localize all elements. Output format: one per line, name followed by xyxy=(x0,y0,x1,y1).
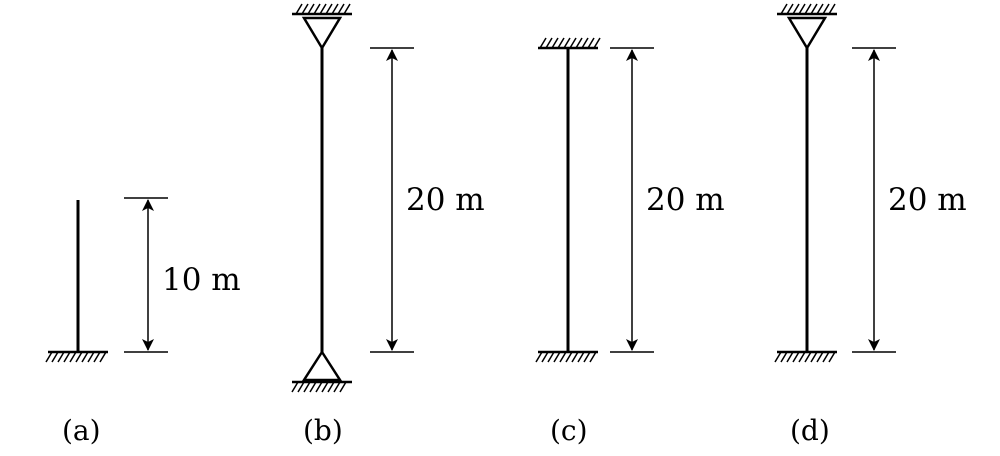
column-b-dimension xyxy=(370,47,414,353)
column-d-caption: (d) xyxy=(790,414,830,447)
column-b-pin-support-top xyxy=(292,3,352,51)
column-a-dimension xyxy=(124,197,168,353)
column-a-length-label: 10 m xyxy=(162,262,241,298)
column-c-dimension xyxy=(610,47,654,353)
column-a-caption: (a) xyxy=(62,414,101,447)
column-c: 20 m (c) xyxy=(535,37,725,447)
column-d-dimension xyxy=(852,47,896,353)
column-c-caption: (c) xyxy=(550,414,588,447)
column-b-caption: (b) xyxy=(303,414,343,447)
column-d: 20 m (d) xyxy=(774,3,967,447)
column-d-pin-support-top xyxy=(777,3,837,51)
column-b-pin-support-bottom xyxy=(291,349,352,393)
column-c-fixed-support-top xyxy=(538,37,601,50)
column-d-length-label: 20 m xyxy=(888,182,967,218)
column-d-fixed-support-bottom xyxy=(774,350,837,363)
column-c-fixed-support-bottom xyxy=(535,350,598,363)
column-c-length-label: 20 m xyxy=(646,182,725,218)
column-a: 10 m (a) xyxy=(45,197,241,447)
column-b-length-label: 20 m xyxy=(406,182,485,218)
column-b: 20 m (b) xyxy=(291,3,485,447)
column-a-fixed-support-bottom xyxy=(45,350,108,363)
